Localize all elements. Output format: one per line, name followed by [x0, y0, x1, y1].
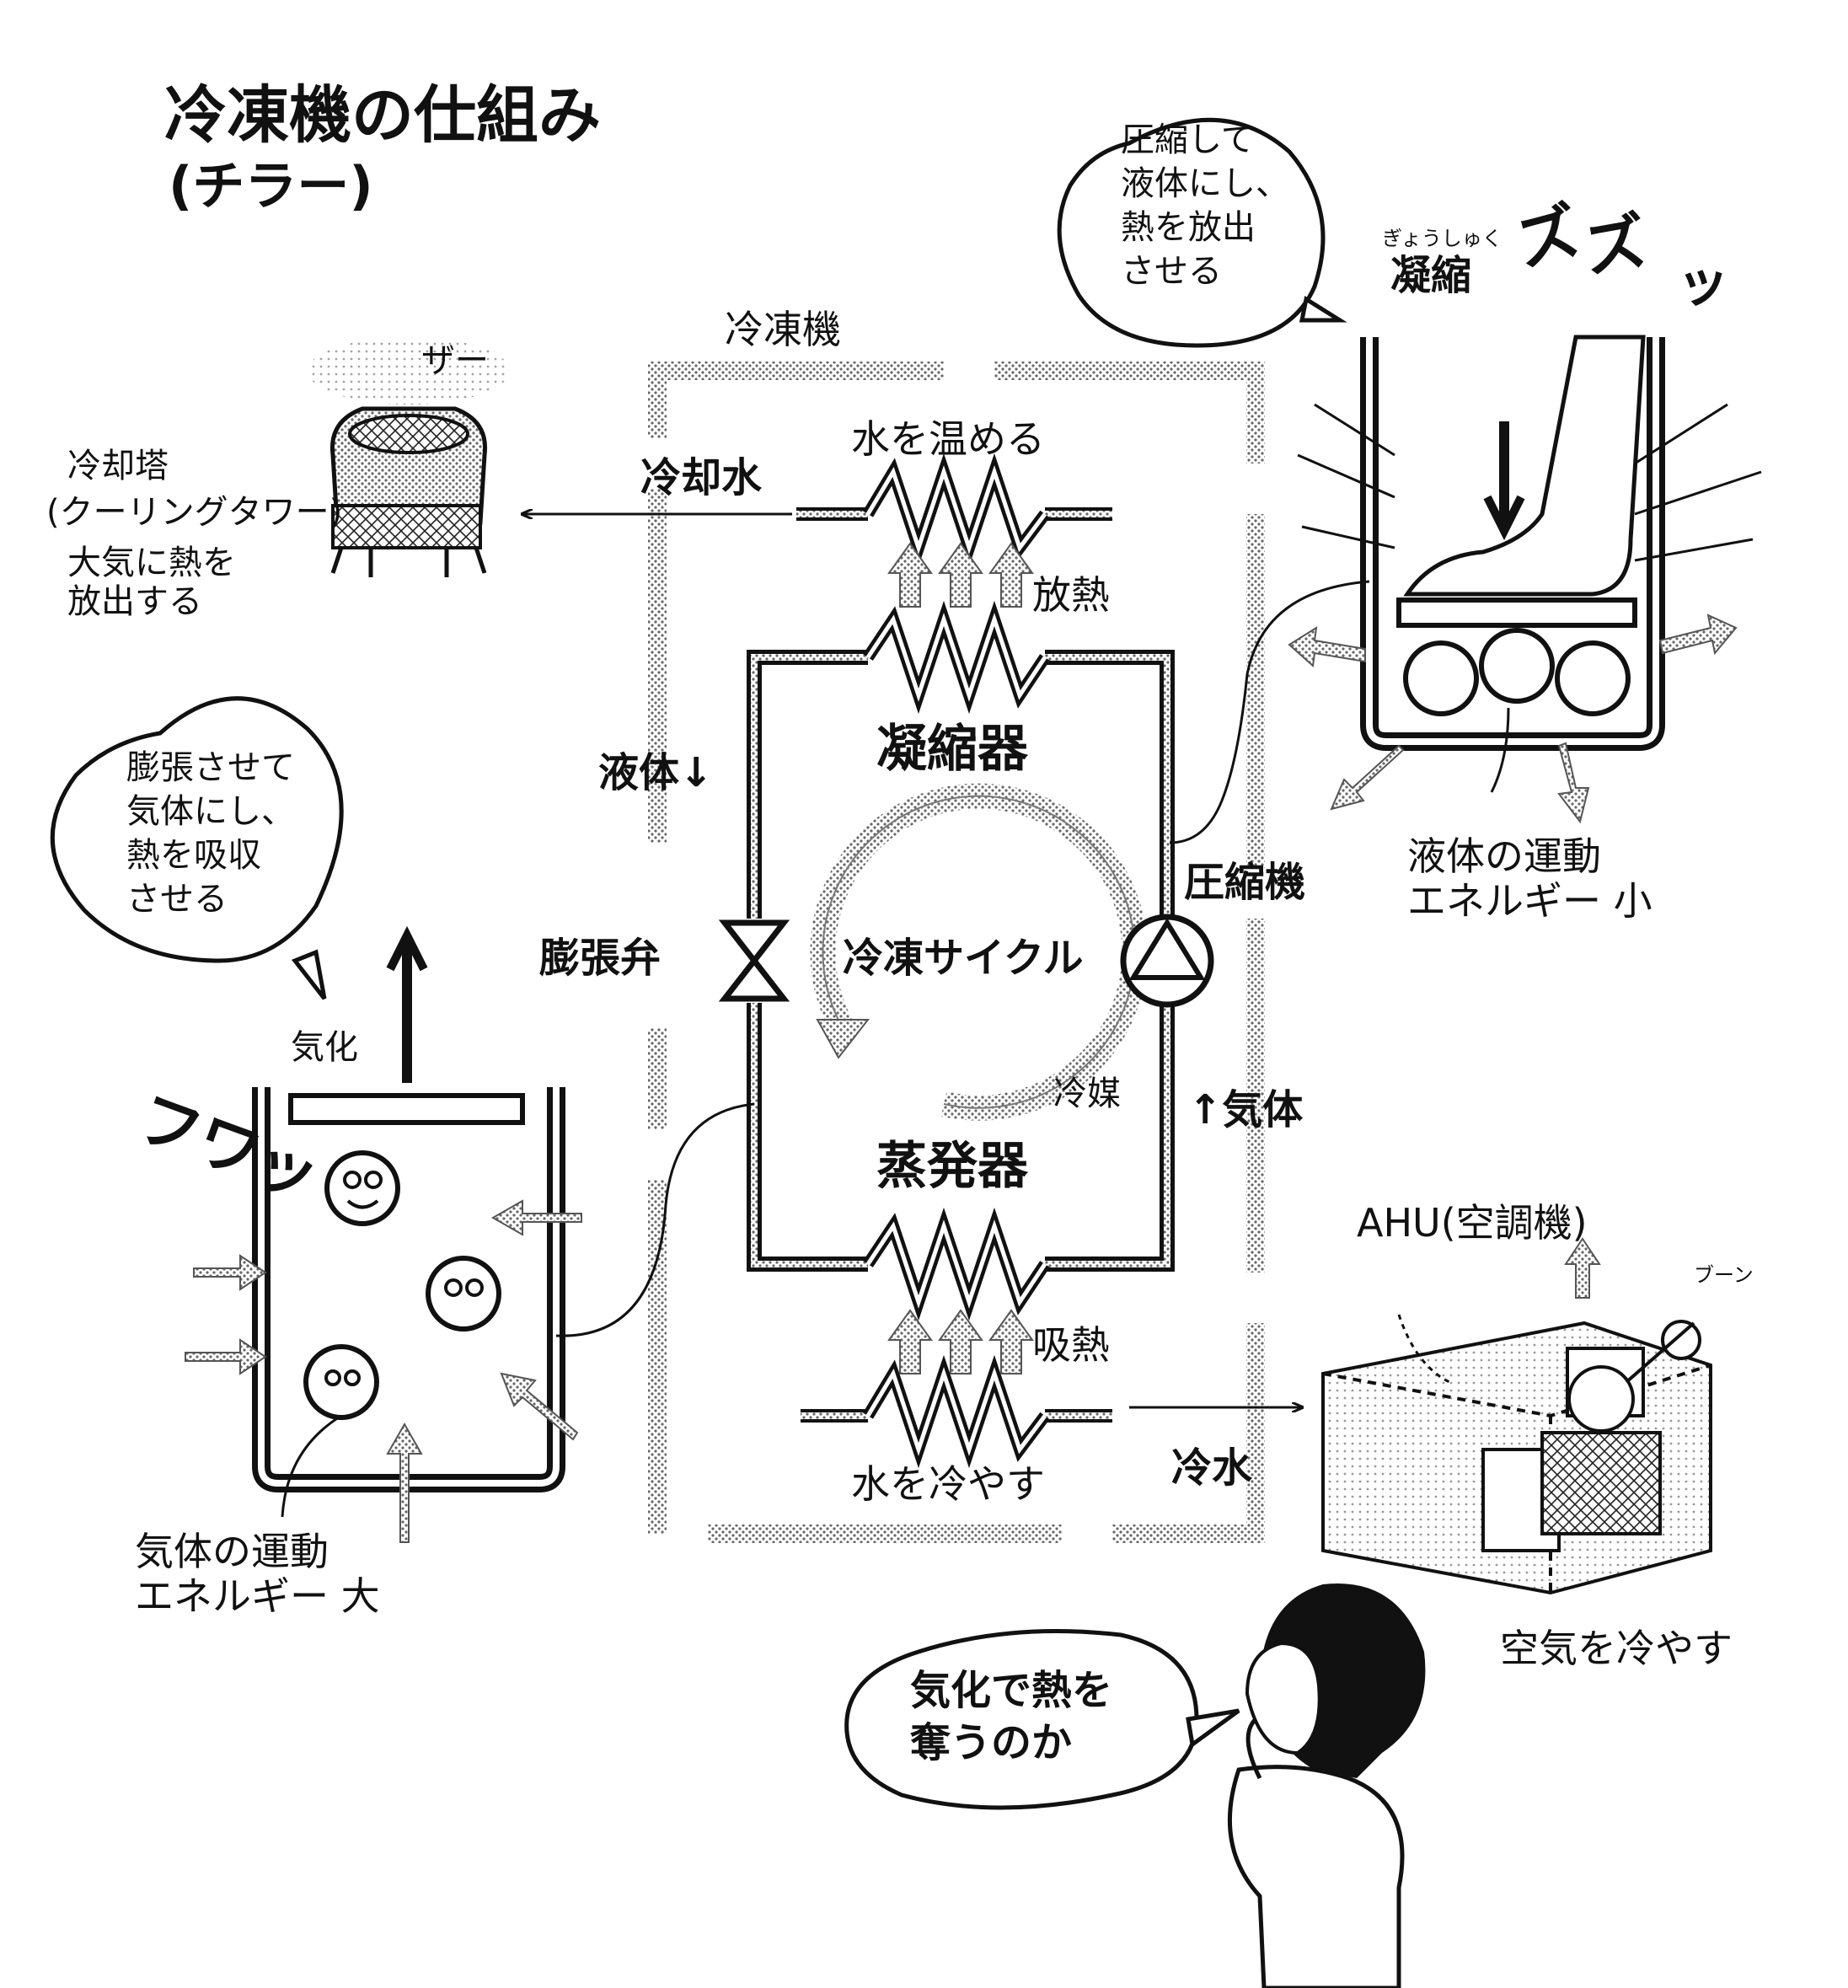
compressor-label: 圧縮機: [1184, 859, 1306, 906]
speech-bubbles: [50, 117, 1347, 1810]
liquid-container: [1169, 335, 1762, 844]
ahu-desc: 空気を冷やす: [1500, 1626, 1733, 1671]
warm-water-label: 水を温める: [851, 416, 1045, 462]
heat-absorb-label: 吸熱: [1032, 1322, 1110, 1368]
page-title: 冷凍機の仕組み: [164, 79, 601, 152]
gas-energy-label: 気体の運動 エネルギー 大: [135, 1529, 380, 1619]
condensation-sfx-2: ズ: [1578, 205, 1652, 287]
cooling-water-label: 冷却水: [640, 454, 763, 501]
liquid-energy-label: 液体の運動 エネルギー 小: [1407, 833, 1652, 924]
ahu-sfx: ブーン: [1694, 1263, 1754, 1287]
gas-flow-label: ↑気体: [1188, 1086, 1304, 1133]
evaporator-coil: [863, 1207, 1050, 1321]
refrigerant-label: 冷媒: [1053, 1074, 1121, 1113]
condensation-label: 凝縮: [1390, 252, 1472, 299]
cooling-tower-sub: (クーリングタワー): [46, 493, 343, 532]
ahu-name: AHU(空調機): [1357, 1200, 1588, 1246]
page-subtitle: (チラー): [169, 155, 373, 217]
heat-release-arrows: [887, 542, 1034, 608]
cooling-tower-drawing: [308, 337, 510, 577]
heat-absorb-arrows: [887, 1309, 1034, 1374]
expansion-valve-label: 膨張弁: [539, 935, 662, 982]
liquid-flow-label: 液体↓: [598, 749, 714, 796]
condenser-label: 凝縮器: [876, 720, 1028, 779]
heat-release-label: 放熱: [1032, 572, 1110, 618]
condensation-sfx-3: ッ: [1677, 252, 1730, 313]
cycle-arrow: [810, 783, 1148, 1121]
cooling-tower-name: 冷却塔: [67, 447, 169, 485]
character-drawing: [1227, 1583, 1426, 1988]
cool-water-label: 水を冷やす: [851, 1461, 1045, 1507]
chilled-water-coil: [801, 1354, 1112, 1469]
ahu-drawing: [1321, 1237, 1712, 1595]
evaporation-label: 気化: [291, 1028, 358, 1067]
cooling-tower-sfx: ザー: [421, 341, 489, 380]
cooling-tower-desc: 大気に熱を 放出する: [67, 544, 236, 621]
cycle-label: 冷凍サイクル: [843, 935, 1084, 982]
chilled-water-label: 冷水: [1171, 1444, 1253, 1492]
character-bubble-text: 気化で熱を 奪うのか: [910, 1667, 1113, 1767]
compress-bubble-text: 圧縮して 液体にし、 熱を放出 させる: [1121, 121, 1289, 291]
expand-bubble-text: 膨張させて 気体にし、 熱を吸収 させる: [126, 748, 295, 919]
condensation-ruby: ぎょうしゅく: [1382, 227, 1503, 250]
condenser-coil: [863, 600, 1050, 715]
compressor-symbol: [1120, 914, 1214, 1008]
gas-container: [185, 925, 755, 1543]
evaporator-label: 蒸発器: [876, 1137, 1028, 1196]
chiller-frame: [648, 362, 1265, 1543]
cooling-water-coil: [796, 453, 1112, 567]
frame-label: 冷凍機: [725, 307, 841, 352]
expansion-valve-symbol: [718, 919, 790, 1003]
